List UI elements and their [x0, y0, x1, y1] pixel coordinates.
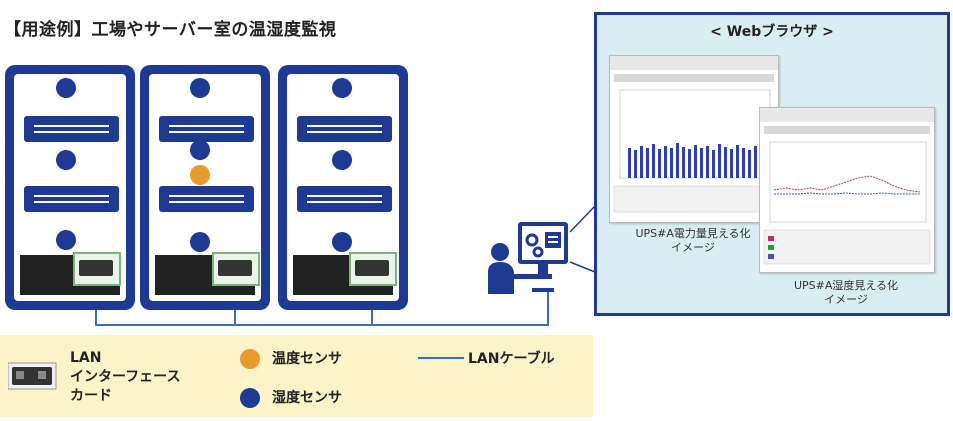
power-bar-chart-thumbnail	[610, 56, 778, 213]
legend-card-line1: LAN	[70, 350, 102, 366]
legend-cable-icon	[418, 357, 464, 359]
pc-user-icon	[488, 222, 568, 294]
legend-humidity-icon	[240, 388, 260, 408]
caption-humidity-sub: イメージ	[824, 293, 868, 306]
humidity-line-chart-thumbnail	[760, 108, 934, 265]
humidity-sensor	[190, 78, 210, 98]
caption-power-sub: イメージ	[671, 241, 715, 254]
server-rack-1	[5, 65, 135, 310]
temperature-sensor	[190, 165, 210, 185]
server-unit	[24, 116, 119, 142]
humidity-sensor	[332, 150, 352, 170]
humidity-screenshot	[759, 107, 935, 273]
lan-interface-card	[73, 252, 121, 286]
humidity-sensor	[332, 232, 352, 252]
server-unit	[159, 186, 254, 212]
legend-humidity-label: 湿度センサ	[272, 390, 342, 406]
server-unit	[24, 186, 119, 212]
server-unit	[297, 116, 392, 142]
legend-card-line3: カード	[70, 388, 112, 404]
humidity-sensor	[56, 150, 76, 170]
caption-humidity: UPS#A湿度見える化	[793, 279, 899, 292]
humidity-sensor	[190, 232, 210, 252]
humidity-sensor	[56, 78, 76, 98]
humidity-sensor	[56, 230, 76, 250]
legend-temperature-label: 温度センサ	[272, 351, 342, 367]
legend-card-line2: インターフェース	[70, 369, 181, 385]
legend: LAN インターフェース カード 温度センサ 湿度センサ LANケーブル	[0, 335, 593, 417]
power-screenshot	[609, 55, 779, 223]
server-unit	[297, 186, 392, 212]
lan-interface-card	[212, 252, 260, 286]
caption-power: UPS#A電力量見える化	[635, 227, 751, 240]
humidity-sensor	[332, 78, 352, 98]
lan-card-icon	[8, 362, 57, 390]
legend-cable-label: LANケーブル	[468, 351, 555, 367]
page-title: 【用途例】工場やサーバー室の温湿度監視	[4, 20, 337, 40]
lan-interface-card	[349, 252, 397, 286]
web-browser-panel: < Webブラウザ > UPS#A電力量見える化 イメージ	[594, 12, 950, 316]
browser-title: < Webブラウザ >	[710, 24, 834, 40]
legend-temperature-icon	[240, 349, 260, 369]
server-unit	[159, 116, 254, 142]
humidity-sensor	[190, 140, 210, 160]
